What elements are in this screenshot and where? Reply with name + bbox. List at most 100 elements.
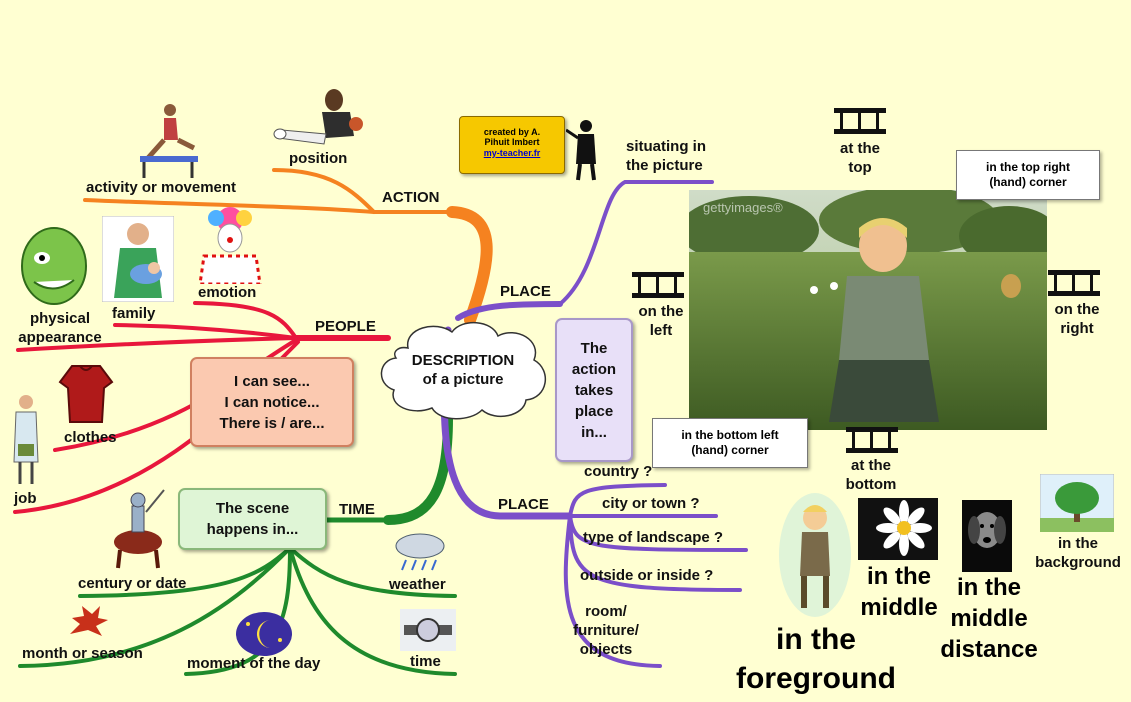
place-top-label: PLACE: [500, 283, 551, 300]
weather-cloud-image: [395, 533, 445, 571]
center-title-line2: of a picture: [422, 370, 504, 388]
people-to-emotion: [193, 301, 298, 340]
bottom-left-line2: (hand) corner: [691, 443, 769, 457]
country-label: country ?: [584, 463, 653, 480]
filmstrip-right: [1048, 270, 1100, 296]
center-title-line1: DESCRIPTION: [411, 352, 515, 369]
room-furniture-label: room/ furniture/ objects: [566, 603, 646, 659]
nurse-image: [13, 395, 39, 484]
emotion-label: emotion: [198, 284, 257, 301]
physical-appearance-label: physical appearance: [10, 310, 110, 348]
foreground-label: in the foreground: [726, 620, 906, 698]
outside-inside-label: outside or inside ?: [580, 567, 714, 584]
credit-link[interactable]: my-teacher.fr: [483, 147, 541, 158]
dog-image: [962, 500, 1012, 572]
foreground-line2: foreground: [736, 662, 896, 695]
middle-distance-line2: middle: [950, 605, 1028, 633]
action-box-line3: takes: [574, 381, 614, 399]
place-to-inside: [568, 514, 742, 592]
at-the-top-line1: at the: [839, 140, 880, 157]
on-the-left-line1: on the: [638, 303, 684, 320]
night-moon-image: [236, 612, 292, 656]
action-box-line2: action: [571, 360, 617, 378]
on-the-left-label: on the left: [628, 303, 694, 341]
boy-in-field-photo: gettyimages®: [689, 190, 1047, 430]
on-the-right-line2: right: [1060, 319, 1094, 337]
place-top-trunk: [455, 301, 563, 321]
clown-image: [198, 207, 262, 284]
scene-line: The scene: [215, 500, 290, 517]
center-cloud: [380, 321, 547, 420]
daisy-image: [858, 498, 938, 560]
photo-watermark: gettyimages®: [703, 200, 783, 215]
boy-figure-image: [779, 493, 851, 617]
filmstrip-top: [834, 108, 886, 134]
moment-day-label: moment of the day: [187, 655, 321, 672]
filmstrip-bottom: [846, 427, 898, 453]
red-sweater-image: [58, 365, 114, 423]
on-the-left-line2: left: [649, 321, 673, 339]
action-trunk: [446, 206, 493, 326]
teacher-pointing-image: [566, 120, 596, 181]
filmstrip-left: [632, 272, 684, 298]
activity-label: activity or movement: [86, 179, 237, 196]
top-right-line1: in the top right: [986, 160, 1070, 174]
city-town-label: city or town ?: [602, 495, 700, 512]
at-the-bottom-label: at the bottom: [840, 457, 902, 495]
middle-distance-label: in the middle distance: [936, 572, 1042, 666]
century-label: century or date: [78, 575, 187, 592]
at-the-bottom-line1: at the: [850, 457, 891, 474]
time-label: TIME: [339, 501, 375, 518]
i-can-see-box: I can see... I can notice... There is / …: [190, 357, 354, 447]
middle-line1: in the: [867, 563, 931, 590]
place-bottom-label: PLACE: [498, 496, 549, 513]
action-box-line1: The: [580, 339, 608, 357]
background-line1: in the: [1058, 535, 1098, 552]
situating-line2: the picture: [626, 156, 703, 174]
action-box-line5: in...: [581, 423, 607, 441]
action-label: ACTION: [382, 189, 440, 206]
credit-line2: Pihuit Imbert: [484, 137, 540, 148]
position-label: position: [289, 150, 348, 167]
place-to-country: [568, 483, 667, 518]
middle-label: in the middle: [855, 562, 943, 623]
hurdler-image: [140, 104, 198, 178]
top-right-line2: (hand) corner: [989, 175, 1067, 189]
bottom-left-line1: in the bottom left: [681, 428, 779, 442]
credit-badge: created by A. Pihuit Imbert my-teacher.f…: [459, 116, 565, 174]
autumn-leaf-image: [70, 606, 108, 636]
people-label: PEOPLE: [315, 318, 376, 335]
middle-line2: middle: [860, 593, 938, 621]
situating-line1: situating in: [626, 138, 706, 155]
wristwatch-image: [400, 609, 456, 651]
time-to-weather: [288, 546, 457, 598]
on-the-right-label: on the right: [1044, 301, 1110, 339]
i-can-see-line: I can see...: [234, 372, 310, 390]
landscape-label: type of landscape ?: [583, 529, 724, 546]
at-the-top-line2: top: [848, 158, 872, 176]
people-to-appearance: [16, 336, 298, 352]
time-to-month: [18, 546, 292, 668]
furniture-line: furniture/: [573, 621, 639, 639]
at-the-top-label: at the top: [830, 140, 890, 178]
green-monster-image: [21, 227, 87, 305]
time-to-time: [288, 546, 457, 676]
background-label: in the background: [1026, 535, 1130, 573]
credit-line1: created by A.: [483, 127, 541, 137]
physical-label: physical: [29, 310, 91, 327]
middle-distance-line1: in the: [957, 574, 1021, 601]
sitting-athlete-image: [273, 89, 363, 145]
appearance-label: appearance: [18, 328, 102, 346]
action-box-line4: place: [574, 402, 614, 420]
top-right-corner-scroll: in the top right (hand) corner: [956, 150, 1100, 200]
job-label: job: [14, 490, 37, 507]
background-line2: background: [1035, 553, 1121, 571]
action-to-position: [272, 168, 376, 214]
bottom-left-corner-scroll: in the bottom left (hand) corner: [652, 418, 808, 468]
family-label: family: [112, 305, 156, 322]
weather-label: weather: [389, 576, 446, 593]
tree-image: [1040, 474, 1114, 532]
scene-happens-box: The scene happens in...: [178, 488, 327, 550]
there-is-line: There is / are...: [219, 414, 325, 432]
